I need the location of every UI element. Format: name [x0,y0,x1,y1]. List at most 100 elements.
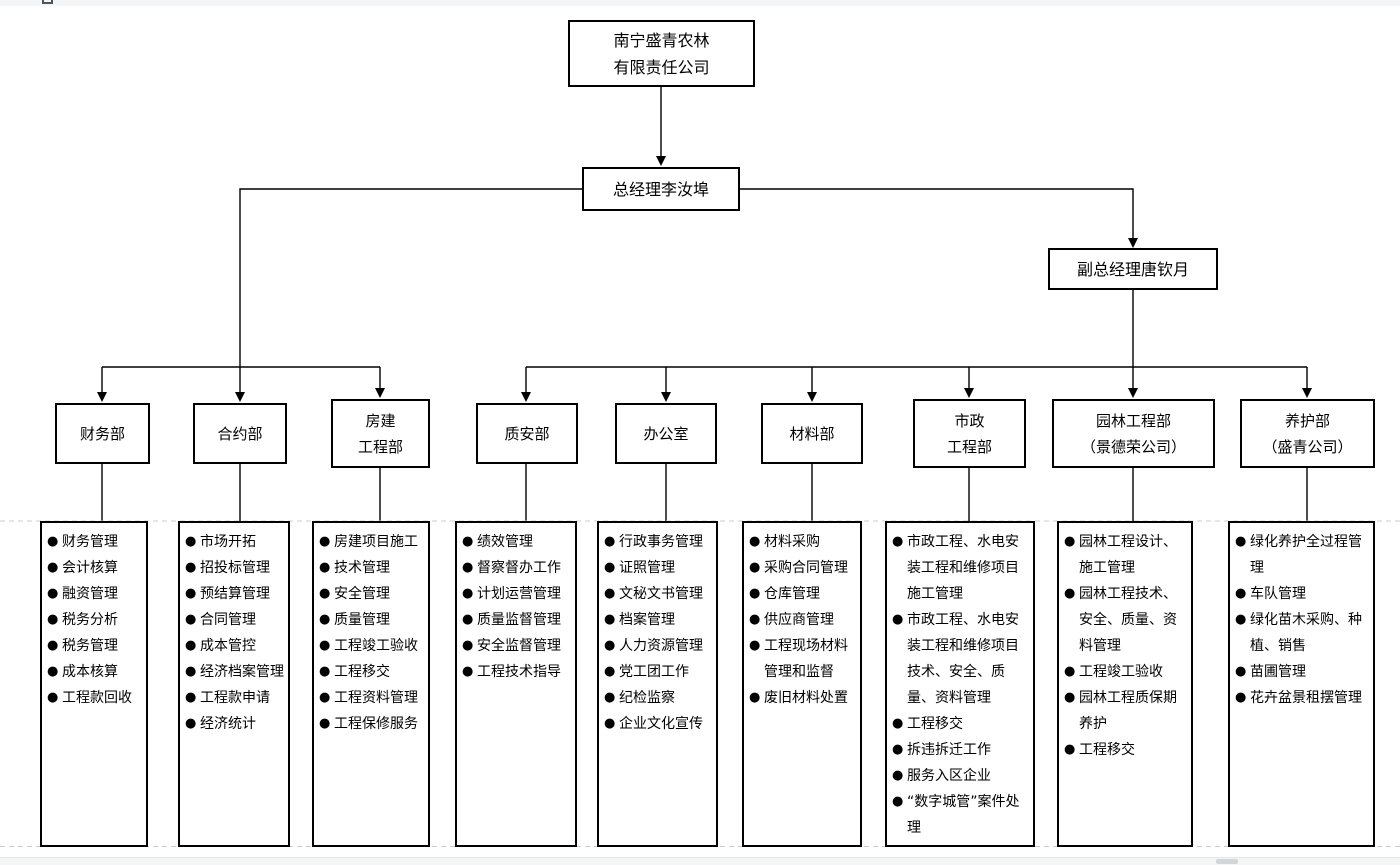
bullet-icon: ● [749,638,761,653]
duty-item: ●档案管理 [604,607,713,633]
duty-item: ●经济档案管理 [185,659,285,685]
deputy-general-manager-box: 副总经理唐钦月 [1048,248,1218,290]
duty-item: ●质量监督管理 [462,607,572,633]
duty-item: ●督察督办工作 [462,555,572,581]
dept-box-landscape-engineering: 园林工程部 （景德荣公司） [1052,399,1215,468]
bullet-icon: ● [892,742,904,757]
bullet-icon: ● [749,560,761,575]
duty-item: ●拆违拆迁工作 [892,737,1030,763]
duty-item: ●工程保修服务 [319,711,425,737]
bullet-icon: ● [47,638,59,653]
duty-list-municipal-engineering: ●市政工程、水电安装工程和维修项目施工管理 ●市政工程、水电安装工程和维修项目技… [885,521,1035,847]
duty-list-quality-safety: ●绩效管理 ●督察督办工作 ●计划运营管理 ●质量监督管理 ●安全监督管理 ●工… [455,521,577,847]
bullet-icon: ● [1064,742,1076,757]
bullet-icon: ● [604,560,616,575]
horizontal-scrollbar-thumb[interactable] [1216,859,1238,864]
duty-item: ●工程移交 [892,711,1030,737]
duty-list-materials: ●材料采购 ●采购合同管理 ●仓库管理 ●供应商管理 ●工程现场材料管理和监督 … [742,521,862,847]
bullet-icon: ● [185,664,197,679]
dept-name-line: 工程部 [357,437,403,456]
bullet-icon: ● [319,716,331,731]
bullet-icon: ● [185,716,197,731]
general-manager-box: 总经理李汝埠 [582,167,740,211]
duty-item: ●材料采购 [749,529,857,555]
duty-item: ●安全管理 [319,581,425,607]
bullet-icon: ● [604,586,616,601]
duty-item: ●行政事务管理 [604,529,713,555]
bullet-icon: ● [604,690,616,705]
duty-item: ●苗圃管理 [1235,659,1370,685]
dept-box-contract: 合约部 [193,403,287,464]
duty-item: ●税务管理 [47,633,143,659]
dept-name-line: 工程部 [946,437,992,456]
duty-item: ●人力资源管理 [604,633,713,659]
company-name-line: 有限责任公司 [613,57,710,77]
dept-name-line: （盛青公司） [1262,437,1353,456]
bullet-icon: ● [604,534,616,549]
bullet-icon: ● [319,586,331,601]
bullet-icon: ● [462,612,474,627]
bullet-icon: ● [1064,586,1076,601]
bullet-icon: ● [749,612,761,627]
bullet-icon: ● [604,664,616,679]
dept-name-line: 房建 [365,411,396,430]
duty-list-finance: ●财务管理 ●会计核算 ●融资管理 ●税务分析 ●税务管理 ●成本核算 ●工程款… [40,521,148,847]
duty-item: ●融资管理 [47,581,143,607]
bullet-icon: ● [319,534,331,549]
duty-item: ●工程竣工验收 [1064,659,1188,685]
bullet-icon: ● [892,716,904,731]
bullet-icon: ● [47,690,59,705]
dept-box-quality-safety: 质安部 [476,403,578,464]
duty-item: ●安全监督管理 [462,633,572,659]
general-manager-label: 总经理李汝埠 [612,179,709,199]
duty-item: ●计划运营管理 [462,581,572,607]
duty-item: ●工程款申请 [185,685,285,711]
bullet-icon: ● [185,612,197,627]
bullet-icon: ● [47,560,59,575]
duty-item: ●采购合同管理 [749,555,857,581]
bullet-icon: ● [1235,612,1247,627]
dept-name-line: 养护部 [1284,411,1330,430]
duty-item: ●工程技术指导 [462,659,572,685]
duty-item: ●园林工程设计、施工管理 [1064,529,1188,581]
duty-item: ●服务入区企业 [892,763,1030,789]
duty-item: ●工程款回收 [47,685,143,711]
bullet-icon: ● [462,664,474,679]
bullet-icon: ● [604,716,616,731]
duty-list-maintenance: ●绿化养护全过程管理 ●车队管理 ●绿化苗木采购、种植、销售 ●苗圃管理 ●花卉… [1228,521,1375,847]
duty-item: ●证照管理 [604,555,713,581]
duty-item: ●技术管理 [319,555,425,581]
bullet-icon: ● [185,690,197,705]
duty-item: ●成本管控 [185,633,285,659]
duty-item: ●文秘文书管理 [604,581,713,607]
dept-name-line: 财务部 [79,424,125,443]
dept-name-line: 材料部 [789,424,835,443]
bullet-icon: ● [319,638,331,653]
window-control-icon[interactable] [42,0,53,4]
bullet-icon: ● [47,534,59,549]
duty-item: ●房建项目施工 [319,529,425,555]
duty-item: ●税务分析 [47,607,143,633]
bullet-icon: ● [1064,534,1076,549]
duty-item: ●预结算管理 [185,581,285,607]
bullet-icon: ● [185,586,197,601]
bullet-icon: ● [1235,690,1247,705]
bullet-icon: ● [47,664,59,679]
bullet-icon: ● [47,586,59,601]
duty-item: ●财务管理 [47,529,143,555]
duty-list-landscape-engineering: ●园林工程设计、施工管理 ●园林工程技术、安全、质量、资料管理 ●工程竣工验收 … [1057,521,1193,847]
bullet-icon: ● [319,612,331,627]
bullet-icon: ● [462,560,474,575]
bullet-icon: ● [462,534,474,549]
duty-list-office: ●行政事务管理 ●证照管理 ●文秘文书管理 ●档案管理 ●人力资源管理 ●党工团… [597,521,718,847]
dept-name-line: 合约部 [217,424,263,443]
bullet-icon: ● [185,638,197,653]
bullet-icon: ● [892,768,904,783]
duty-item: ●市场开拓 [185,529,285,555]
duty-item: ●会计核算 [47,555,143,581]
duty-item: ●经济统计 [185,711,285,737]
duty-list-contract: ●市场开拓 ●招投标管理 ●预结算管理 ●合同管理 ●成本管控 ●经济档案管理 … [178,521,290,847]
duty-item: ●工程移交 [1064,737,1188,763]
duty-item: ●工程资料管理 [319,685,425,711]
dept-name-line: 办公室 [643,424,689,443]
